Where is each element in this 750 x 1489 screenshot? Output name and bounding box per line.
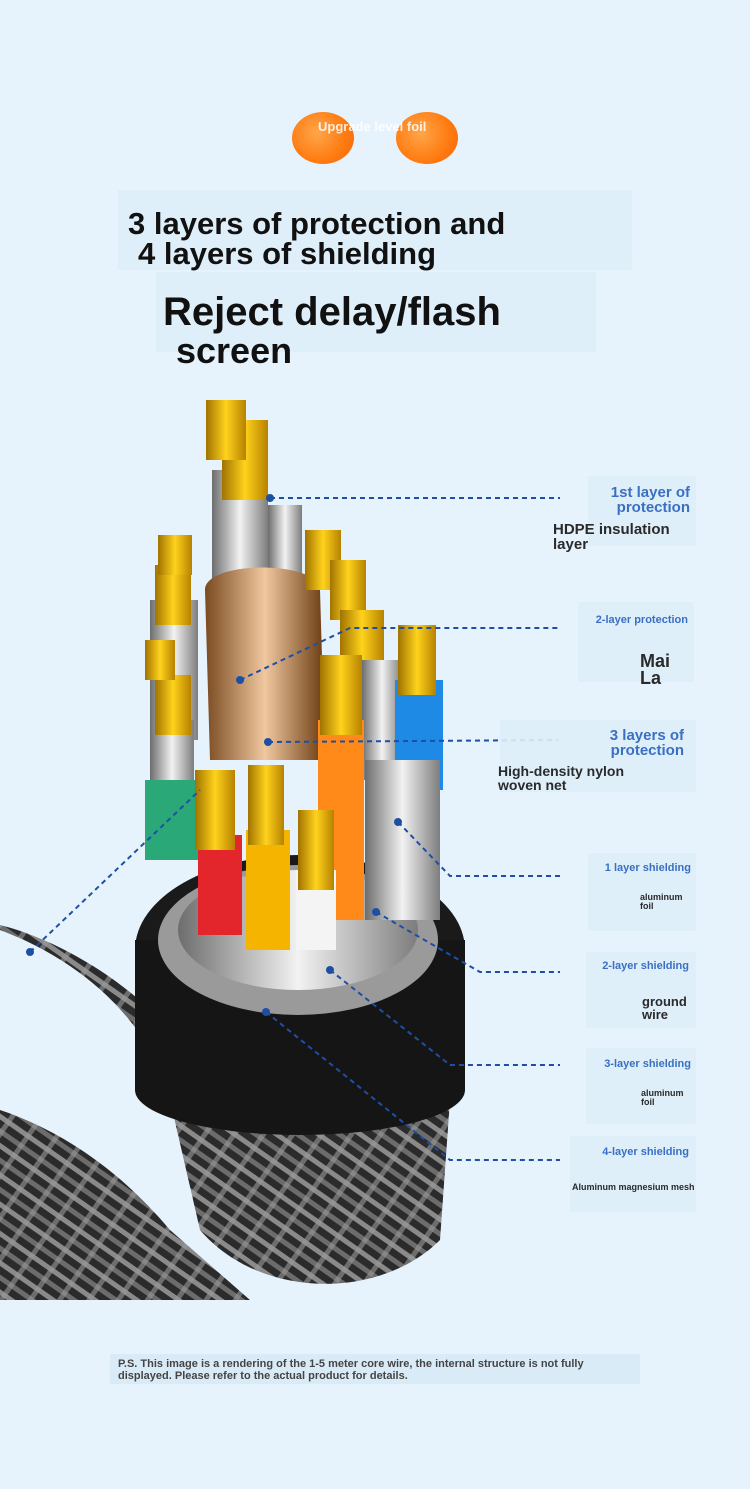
subheadline-line-1: Reject delay/flash xyxy=(163,290,501,334)
callout-3-title: 3 layers of protection xyxy=(609,727,684,759)
callout-7-detail: Aluminum magnesium mesh xyxy=(572,1182,695,1192)
callout-6-title: 3-layer shielding xyxy=(604,1058,691,1070)
callout-4-detail: aluminum foil xyxy=(640,892,683,911)
callout-3-panel xyxy=(500,720,696,792)
cable-illustration xyxy=(0,400,560,1300)
subheadline-panel xyxy=(156,272,596,352)
callout-1-detail: HDPE insulation layer xyxy=(553,521,670,553)
callout-5-detail: ground wire xyxy=(642,994,687,1022)
callout-2-panel xyxy=(578,602,694,682)
callout-7-title: 4-layer shielding xyxy=(602,1146,689,1158)
core-wires xyxy=(145,400,443,950)
headline-line-1: 3 layers of protection and xyxy=(128,206,506,241)
badge-label: Upgrade level foil xyxy=(318,119,427,134)
subheadline-line-2: screen xyxy=(176,330,293,371)
footnote: P.S. This image is a rendering of the 1-… xyxy=(110,1354,640,1384)
headline-panel xyxy=(118,190,632,270)
callout-2-title: 2-layer protection xyxy=(595,614,688,626)
callout-1-title: 1st layer of protection xyxy=(610,484,690,516)
callout-6-detail: aluminum foil xyxy=(641,1088,684,1107)
badge-orb-left xyxy=(292,112,354,164)
callout-7-panel xyxy=(570,1136,696,1212)
callout-5-title: 2-layer shielding xyxy=(602,960,689,972)
callout-1-panel xyxy=(588,476,696,546)
callout-2-detail: Mai La xyxy=(640,651,671,688)
callout-4-title: 1 layer shielding xyxy=(604,862,691,874)
badge-orb-right xyxy=(396,112,458,164)
callout-5-panel xyxy=(586,952,696,1028)
callout-4-panel xyxy=(588,853,696,931)
callout-3-detail: High-density nylon woven net xyxy=(498,763,624,793)
callout-6-panel xyxy=(586,1048,696,1124)
headline-line-2: 4 layers of shielding xyxy=(138,236,437,271)
